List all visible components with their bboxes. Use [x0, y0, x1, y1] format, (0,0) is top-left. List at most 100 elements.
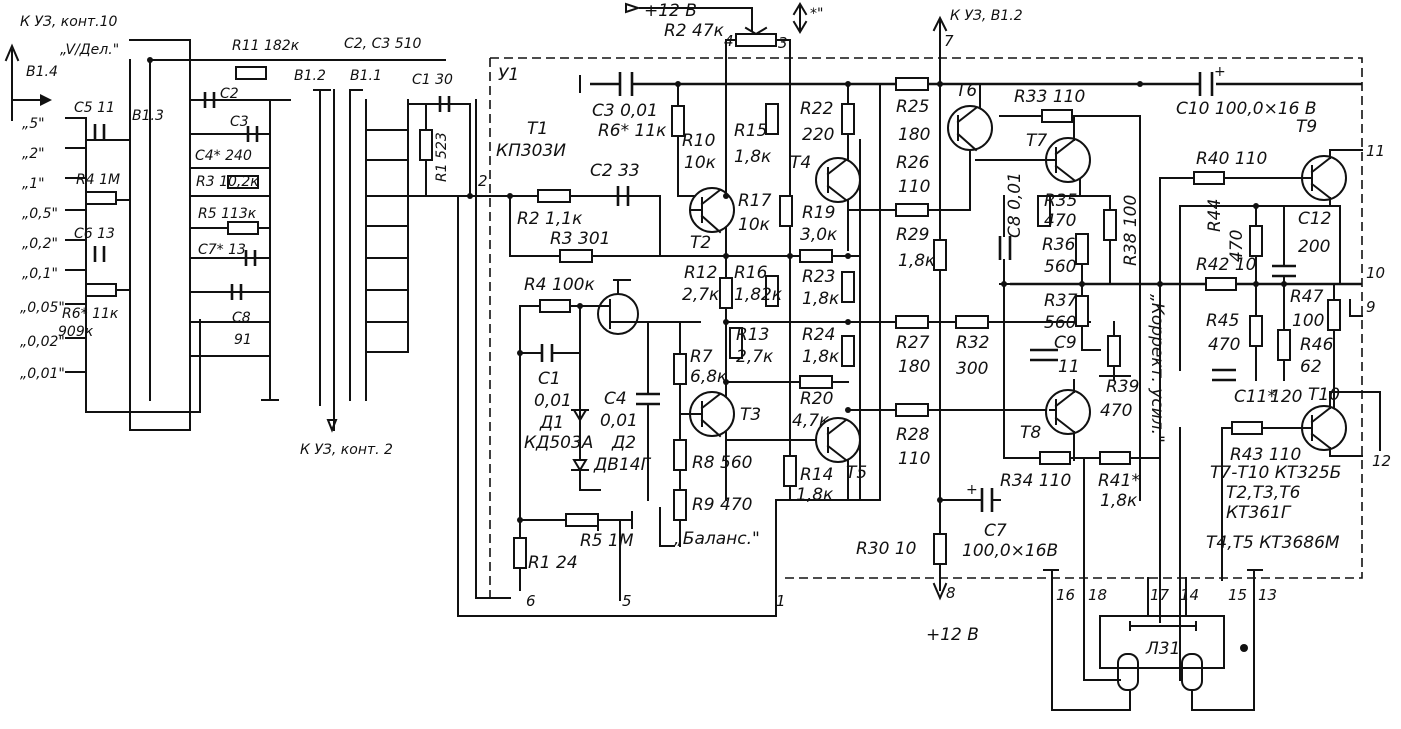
label-r28-value: 110 [898, 449, 930, 469]
label-r44-value: 470 [1227, 230, 1247, 262]
label-t2-t3-t6: Т2,Т3,Т6 [1226, 483, 1301, 503]
resistor-r41 [1099, 451, 1131, 465]
label-d2: Д2 [611, 433, 636, 453]
label-lamp: Л31 [1145, 639, 1180, 659]
label-r17-value: 10к [738, 215, 771, 235]
resistor-r8 [673, 439, 687, 471]
label-t9: Т9 [1296, 117, 1317, 137]
label-c3: С3 0,01 [592, 101, 658, 121]
lamp-terminal-right [1181, 653, 1203, 691]
pin-17: 17 [1150, 586, 1170, 604]
label-r13-value: 2,7к [736, 347, 774, 367]
label-c10: С10 100,0×16 В [1176, 99, 1317, 119]
label-plus12v-top: +12 В [644, 1, 697, 21]
label-c11: С11* [1234, 387, 1276, 407]
label-r41-value: 1,8к [1100, 491, 1138, 511]
range-2: „2" [22, 146, 45, 162]
label-r22-value: 220 [802, 125, 834, 145]
pin-12: 12 [1372, 452, 1391, 470]
label-r33: R33 110 [1014, 87, 1085, 107]
range-01: „0,1" [22, 266, 58, 282]
label-c8: С8 0,01 [1005, 172, 1025, 238]
pin-11: 11 [1366, 142, 1385, 160]
label-c7-value: 100,0×16В [962, 541, 1058, 561]
label-t4-t5-type: Т4,Т5 КТ3686М [1206, 533, 1340, 553]
crt-connector: 16 18 17 14 15 13 Л31 [1043, 569, 1277, 711]
resistor-r27 [895, 315, 929, 329]
label-r25-value: 180 [898, 125, 930, 145]
label-r3: R3 301 [550, 229, 610, 249]
input-stage: Т1 КП303И R2 1,1к С2 33 R3 301 R4 100к С… [457, 99, 786, 617]
output-driver: R25 180 R26 110 R29 1,8к К УЗ, В1.2 7 8 … [847, 8, 1091, 645]
resistor-r22 [841, 103, 855, 135]
label-t2: Т2 [690, 233, 711, 253]
label-c11-value: 120 [1270, 387, 1302, 407]
label-r17: R17 [738, 191, 772, 211]
lamp-box [1099, 615, 1225, 669]
pin-14: 14 [1180, 586, 1199, 604]
label-r24-value: 1,8к [802, 347, 840, 367]
label-plus12v-bottom: +12 В [926, 625, 979, 645]
resistor-r30 [933, 533, 947, 565]
label-r45: R45 [1206, 311, 1239, 331]
transistor-t4 [815, 157, 861, 203]
pin-10: 10 [1366, 264, 1385, 282]
pin-13: 13 [1258, 586, 1277, 604]
ink-spot [1240, 644, 1248, 652]
label-r23: R23 [802, 267, 835, 287]
label-r6-value: 909к [58, 324, 94, 340]
resistor-r46 [1327, 299, 1341, 331]
label-c12-value: 200 [1298, 237, 1330, 257]
block-u1: У1 [489, 57, 1363, 600]
resistor-r24 [841, 335, 855, 367]
resistor-r26 [895, 203, 929, 217]
label-r6: R6* 11к [598, 121, 667, 141]
resistor-r25 [895, 77, 929, 91]
label-r15: R15 [734, 121, 767, 141]
pin-7: 7 [944, 32, 954, 50]
pin-4: 4 [724, 32, 734, 50]
label-balans: „Баланс." [674, 529, 760, 549]
label-c1: С1 [538, 369, 561, 389]
label-r42: R42 10 [1196, 255, 1256, 275]
label-r27: R27 [896, 333, 930, 353]
label-r16-value: 1,82к [734, 285, 783, 305]
label-t4: Т4 [790, 153, 811, 173]
label-r43: R43 110 [1230, 445, 1301, 465]
label-r24: R24 [802, 325, 835, 345]
label-r46: R46 [1300, 335, 1334, 355]
label-c8-value: 91 [234, 332, 252, 348]
pin-6: 6 [526, 592, 536, 610]
resistor-r39 [1107, 335, 1121, 367]
label-r36-value: 560 [1044, 257, 1076, 277]
range-002: „0,02" [20, 334, 65, 350]
label-r10-value: 10к [684, 153, 717, 173]
resistor-r3-left [227, 175, 259, 189]
label-r44: R44 [1205, 199, 1225, 232]
label-block-u1: У1 [498, 65, 519, 85]
label-r25: R25 [896, 97, 929, 117]
label-r37: R37 [1044, 291, 1078, 311]
attenuator-section: К УЗ, конт.10 „V/Дел." В1.4 „5" „2" „1" … [4, 14, 511, 458]
range-005: „0,05" [20, 300, 65, 316]
label-r3-left: R3 10,2к [196, 174, 259, 190]
label-r8: R8 560 [692, 453, 752, 473]
resistor-r3 [559, 249, 593, 263]
label-r29: R29 [896, 225, 929, 245]
pin-15: 15 [1228, 586, 1247, 604]
resistor-r40 [1193, 171, 1225, 185]
resistor-r23b [841, 271, 855, 303]
range-1: „1" [22, 176, 45, 192]
potentiometer-r2 [735, 33, 777, 47]
label-r37-value: 560 [1044, 313, 1076, 333]
label-r9: R9 470 [692, 495, 752, 515]
resistor-r6 [85, 283, 117, 297]
resistor-r23 [799, 249, 833, 263]
label-c4-left: С4* 240 [195, 148, 252, 164]
label-r6: R6* 11к [62, 306, 119, 322]
resistor-r45 [1249, 315, 1263, 347]
pin-1: 1 [776, 592, 786, 610]
resistor-r17 [779, 195, 793, 227]
label-switch-b11: В1.1 [350, 68, 382, 84]
label-r35-value: 470 [1044, 211, 1076, 231]
